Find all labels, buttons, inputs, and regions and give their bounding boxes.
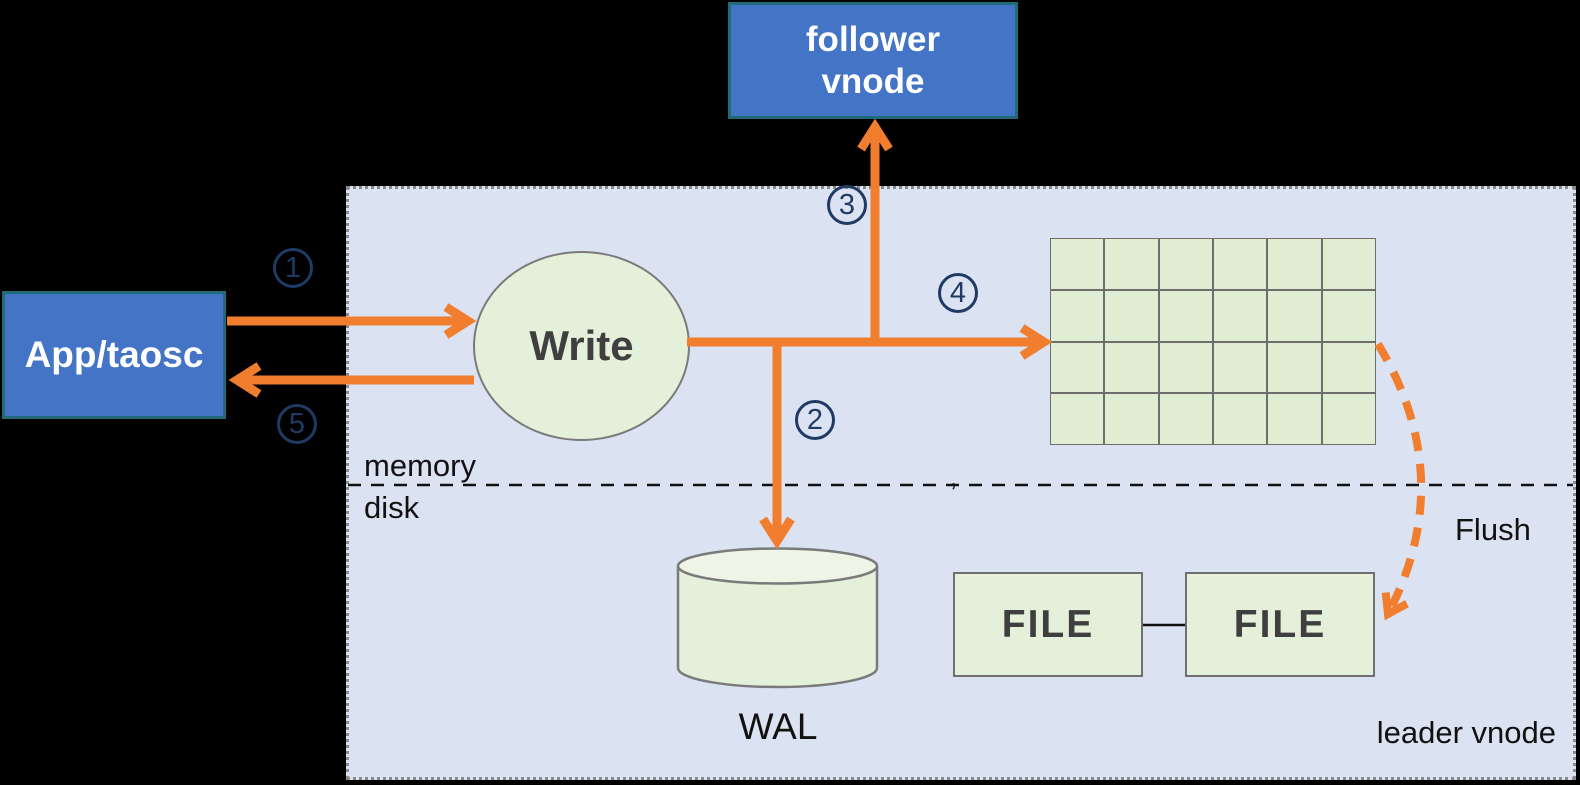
leader-vnode-label: leader vnode (1376, 715, 1556, 750)
mem-table-cell (1213, 239, 1267, 289)
file-box-left: FILE (953, 572, 1143, 677)
mem-table-cell (1322, 342, 1375, 393)
mem-table-cell (1051, 290, 1104, 341)
mem-table-cell (1159, 394, 1212, 444)
mem-table-cell (1322, 239, 1375, 289)
step-badge-2: 2 (795, 400, 835, 440)
mem-table-cell (1213, 290, 1267, 341)
follower-vnode-label-line2: vnode (821, 61, 925, 101)
mem-table-cell (1159, 342, 1212, 393)
wal-label: WAL (738, 706, 818, 747)
stray-mark: , (950, 462, 958, 492)
write-label: Write (529, 322, 634, 369)
memory-label: memory (364, 448, 476, 483)
mem-table-cell (1213, 394, 1267, 444)
step-badge-1: 1 (273, 248, 313, 288)
file-box-right: FILE (1185, 572, 1375, 677)
mem-table-cell (1051, 239, 1104, 289)
step-badge-3: 3 (827, 185, 867, 225)
mem-table-cell (1268, 290, 1321, 341)
mem-table-cell (1051, 342, 1104, 393)
mem-table (1050, 238, 1376, 445)
step-badge-4: 4 (938, 273, 978, 313)
mem-table-cell (1268, 239, 1321, 289)
app-taosc-label: App/taosc (24, 334, 204, 375)
step-badge-5: 5 (277, 404, 317, 444)
mem-table-cell (1268, 394, 1321, 444)
file-right-label: FILE (1233, 602, 1327, 646)
disk-label: disk (364, 490, 420, 525)
mem-table-cell (1105, 290, 1158, 341)
mem-table-cell (1105, 342, 1158, 393)
mem-table-cell (1268, 342, 1321, 393)
mem-table-cell (1051, 394, 1104, 444)
mem-table-cell (1105, 394, 1158, 444)
write-ellipse: Write (473, 251, 690, 441)
file-left-label: FILE (1001, 602, 1095, 646)
mem-table-cell (1105, 239, 1158, 289)
step-2-number: 2 (806, 403, 824, 436)
step-1-number: 1 (284, 251, 302, 284)
flush-label: Flush (1455, 512, 1531, 547)
step-4-number: 4 (949, 276, 967, 309)
step-5-number: 5 (288, 407, 306, 440)
follower-vnode-box: follower vnode (728, 2, 1018, 119)
app-taosc-box: App/taosc (2, 291, 226, 419)
mem-table-cell (1213, 342, 1267, 393)
step-3-number: 3 (838, 188, 856, 221)
mem-table-cell (1322, 394, 1375, 444)
follower-vnode-label-line1: follower (805, 19, 941, 59)
mem-table-cell (1159, 239, 1212, 289)
mem-table-cell (1159, 290, 1212, 341)
mem-table-cell (1322, 290, 1375, 341)
